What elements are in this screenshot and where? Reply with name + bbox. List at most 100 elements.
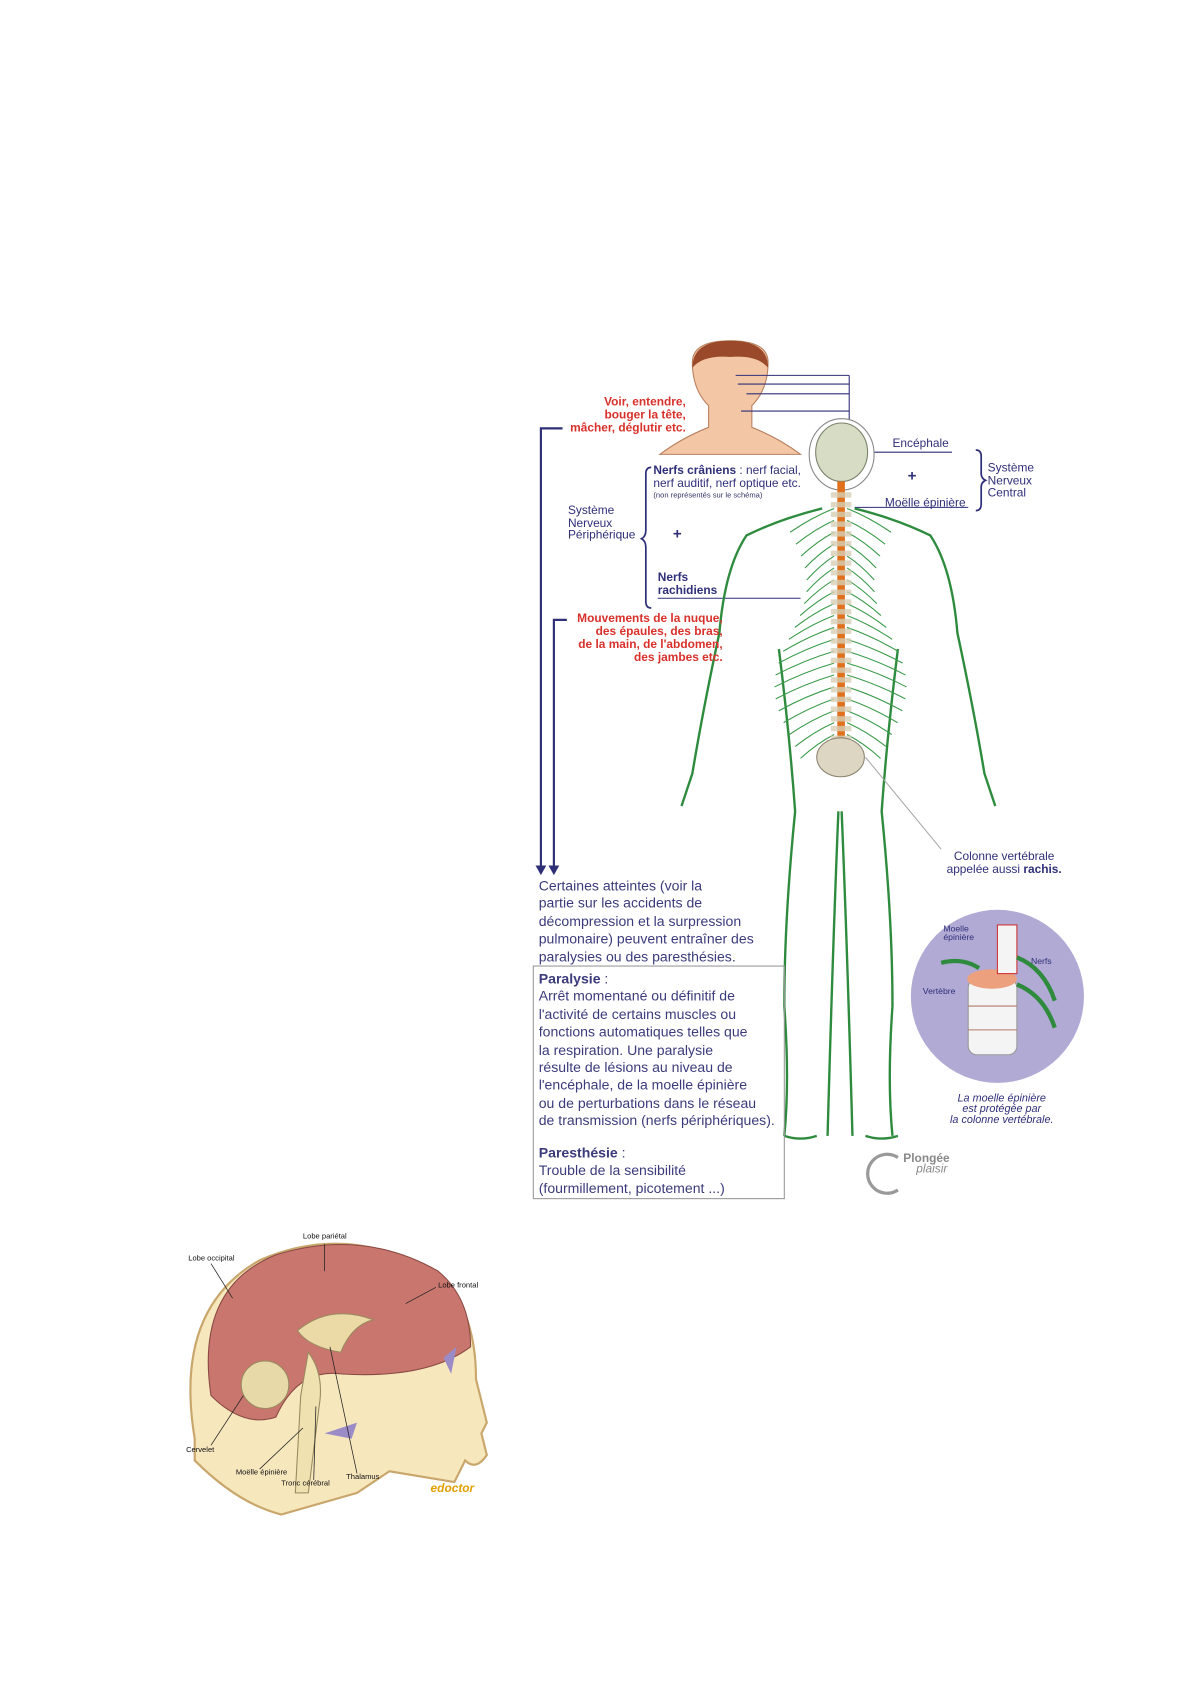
vertebra: [830, 638, 852, 644]
inset-caption: La moelle épinière est protégée par la c…: [937, 1093, 1067, 1127]
plongee-logo-icon: [866, 1152, 899, 1195]
plus-sign: +: [672, 524, 682, 542]
vertebra: [830, 550, 852, 557]
moelle-label: Moëlle épinière: [884, 496, 966, 510]
nerve-branch: [775, 650, 835, 676]
snc-label: Système Nerveux Central: [987, 462, 1034, 500]
body-actions-label: Mouvements de la nuque, des épaules, des…: [577, 612, 722, 664]
paresthesie-definition: Paresthésie : Trouble de la sensibilité …: [539, 1145, 725, 1198]
vertebra: [830, 696, 852, 703]
nerve-branch: [789, 507, 835, 533]
colon: :: [600, 970, 609, 987]
nerve-branch: [846, 626, 899, 652]
label-thalamus: Thalamus: [346, 1473, 380, 1481]
nerve-branch: [806, 555, 835, 581]
text-line: rachidiens: [657, 583, 718, 597]
nerve-branch: [788, 615, 835, 640]
text-line: Système: [567, 504, 615, 518]
vertebra: [830, 492, 852, 498]
nerve-branch: [846, 531, 881, 557]
nerve-branch: [782, 626, 835, 652]
label-tronc-cerebral: Tronc cérébral: [281, 1479, 330, 1488]
nerve-branch: [846, 615, 893, 640]
text-line: appelée aussi: [946, 862, 1024, 876]
nerve-branch: [789, 710, 835, 735]
vertebra: [830, 725, 852, 732]
vertebrae: [830, 492, 852, 742]
arrow-down-icon: [535, 865, 547, 876]
vertebra: [830, 706, 852, 712]
nerve-branch: [804, 543, 835, 569]
label-lobe-frontal: Lobe frontal: [438, 1281, 479, 1290]
nerve-branch: [846, 710, 893, 735]
inset-moelle-label: Moelle épinière: [943, 923, 974, 942]
text-line: partie sur les accidents de: [538, 895, 703, 912]
nerve-branch: [783, 698, 835, 724]
head-illustration: [658, 340, 803, 455]
paralysie-title: Paralysie: [538, 970, 601, 987]
text-line: (fourmillement, picotement ...): [538, 1180, 725, 1197]
text-line: l'activité de certains muscles ou: [538, 1005, 737, 1023]
nerve-branch: [846, 507, 892, 533]
text-line: Voir, entendre,: [604, 395, 686, 409]
vertebra: [830, 521, 852, 527]
nerve-branch: [800, 531, 835, 557]
body-nerve-outline: [680, 507, 997, 1140]
nerfs-craniens-label: Nerfs crâniens : nerf facial, nerf audit…: [653, 464, 801, 502]
vertebra: [830, 599, 852, 605]
nerfs-craniens-title: Nerfs crâniens: [653, 464, 737, 478]
edoctor-logo: edoctor: [430, 1482, 475, 1496]
text-line: l'encéphale, de la moelle épinière: [538, 1076, 748, 1094]
plus-sign: +: [907, 466, 917, 484]
nerve-branch: [794, 722, 835, 747]
text-line: des épaules, des bras,: [595, 625, 723, 639]
brain-icon: [815, 422, 869, 482]
label-lobe-parietal: Lobe pariétal: [302, 1233, 347, 1241]
text-line: la respiration. Une paralysie: [538, 1041, 714, 1058]
vertebra: [830, 647, 852, 654]
vertebra: [830, 540, 852, 547]
vertebra: [830, 677, 852, 683]
plongee-plaisir-logo: Plongée plaisir: [903, 1152, 950, 1176]
brain-leader-lines: [210, 1244, 437, 1480]
text-line: pulmonaire) peuvent entraîner des: [538, 930, 754, 947]
colonne-label: Colonne vertébrale appelée aussi rachis.: [947, 851, 1062, 876]
text-line: : nerf facial,: [736, 464, 801, 478]
nerve-branch: [846, 722, 887, 747]
rachis-term: rachis.: [1023, 862, 1062, 876]
text-line: Moelle: [943, 923, 969, 934]
text-line: Colonne vertébrale: [953, 850, 1055, 864]
intro-paragraph: Certaines atteintes (voir la partie sur …: [539, 877, 754, 966]
text-line: Mouvements de la nuque,: [577, 612, 723, 626]
brace-snc: [975, 449, 988, 512]
label-lobe-occipital: Lobe occipital: [188, 1254, 235, 1263]
text-line: des jambes etc.: [634, 651, 723, 665]
note: (non représentés sur le schéma): [653, 492, 763, 500]
definition-box: [532, 965, 785, 1200]
vertebra: [830, 501, 852, 508]
vertebra: [830, 716, 852, 722]
text-line: de transmission (nerfs périphériques).: [538, 1112, 775, 1129]
vertebra: [830, 511, 852, 518]
text-line: décompression et la surpression: [538, 912, 742, 930]
paresthesie-title: Paresthésie: [538, 1144, 618, 1161]
text-line: la colonne vertébrale.: [950, 1114, 1054, 1127]
nerve-branch: [778, 686, 835, 712]
nerve-branch: [806, 567, 835, 593]
nerve-branch: [795, 519, 835, 545]
nerve-branch: [846, 567, 875, 593]
nerve-branch: [778, 638, 835, 664]
text-line: Central: [987, 486, 1027, 500]
text-line: Arrêt momentané ou définitif de: [538, 988, 735, 1005]
text-line: mâcher, déglutir etc.: [570, 421, 686, 435]
nerve-branch: [846, 638, 903, 664]
text-line: Plongée: [903, 1152, 950, 1166]
nerve-leader-lines: [657, 374, 969, 599]
vertebra: [830, 570, 852, 576]
text-line: Trouble de la sensibilité: [538, 1162, 686, 1179]
arrow-brackets: [539, 427, 567, 866]
colonne-leader-line: [865, 756, 942, 850]
nerve-branch: [846, 674, 906, 700]
vertebra: [830, 589, 852, 595]
